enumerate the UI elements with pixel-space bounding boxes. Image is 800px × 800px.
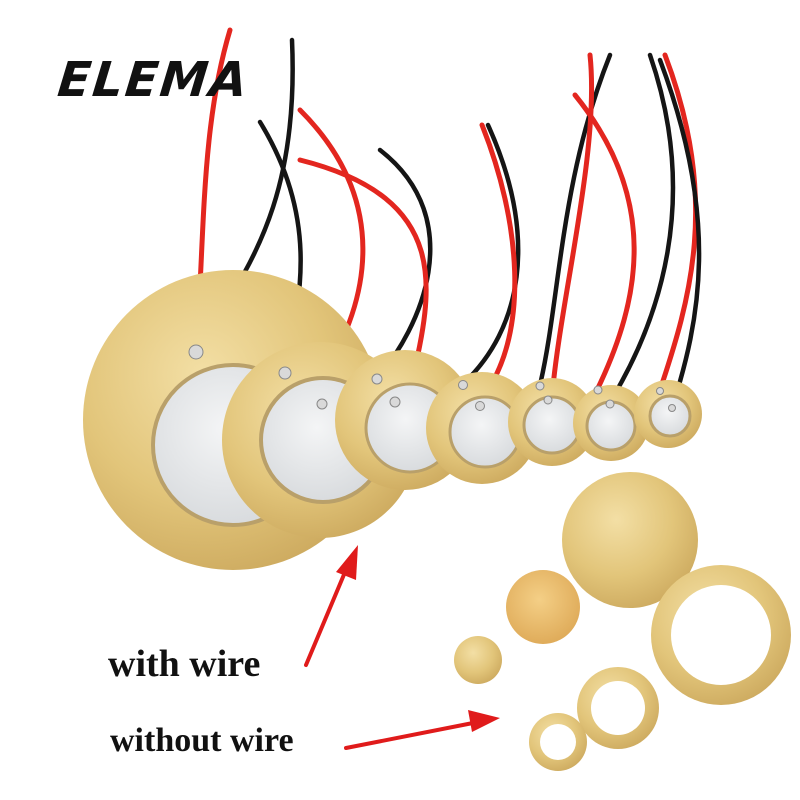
bare-disc-copper (506, 570, 580, 644)
wired-discs (83, 270, 702, 570)
wired-disc-5 (508, 378, 596, 466)
arrow-up-right-icon (304, 545, 358, 667)
wired-disc-7 (634, 380, 702, 448)
brand-logo: ELEMA (55, 52, 253, 108)
without-wire-caption: without wire (110, 722, 294, 759)
bare-ring-small (529, 713, 587, 771)
bare-disc-small (454, 636, 502, 684)
arrow-right-icon (344, 710, 500, 750)
with-wire-caption: with wire (108, 643, 261, 685)
bare-disc-large (562, 472, 698, 608)
bare-ring-medium (577, 667, 659, 749)
bare-ring-large (651, 565, 791, 705)
wired-disc-6 (573, 385, 649, 461)
bare-discs (454, 472, 791, 771)
